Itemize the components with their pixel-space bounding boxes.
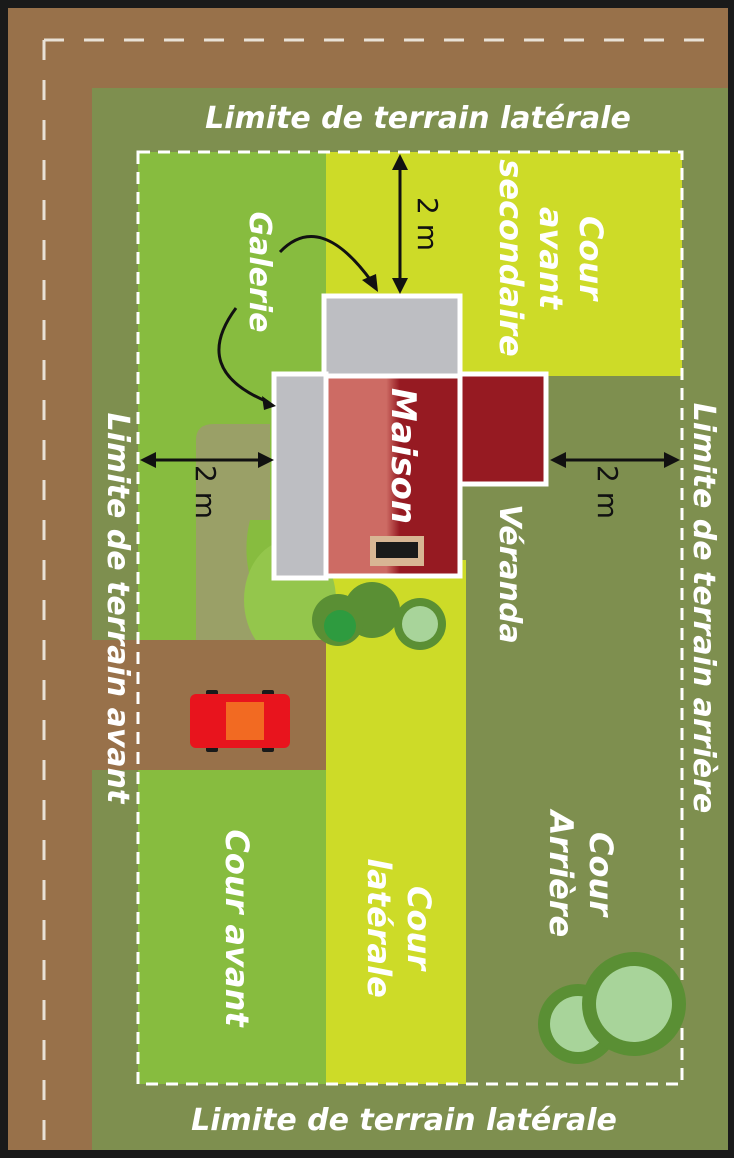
side-yard-label-2: latérale	[360, 858, 398, 998]
front-line-label: Limite de terrain avant	[100, 413, 135, 805]
rear-yard-label-1: Cour	[582, 832, 620, 918]
front-yard-label: Cour avant	[218, 829, 256, 1028]
bush-cluster-icon	[312, 582, 446, 650]
secondary-front-yard-label-2: avant	[532, 207, 570, 311]
house-label: Maison	[383, 388, 423, 524]
rear-yard-label-2: Arrière	[542, 808, 580, 937]
setback-arrow-right	[550, 452, 680, 468]
top-side-line-label: Limite de terrain latérale	[205, 101, 631, 136]
chimney-opening	[376, 542, 418, 558]
setback-arrow-left	[140, 452, 274, 468]
gallery-top	[321, 293, 463, 381]
setback-arrow-top	[392, 154, 408, 294]
car-icon	[190, 690, 290, 752]
side-yard-label-1: Cour	[400, 886, 438, 972]
gallery-pointer-arrows	[217, 235, 374, 404]
veranda-label: Véranda	[492, 504, 527, 644]
driveway-apron	[92, 640, 138, 770]
gallery-arrow-heads	[262, 274, 378, 410]
footpath	[196, 424, 296, 640]
rear-line-label: Limite de terrain arrière	[686, 403, 721, 814]
setback-top-label: 2 m	[411, 197, 444, 251]
bottom-side-line-label: Limite de terrain latérale	[191, 1103, 617, 1138]
secondary-front-yard-label-1: Cour	[572, 216, 610, 302]
lot-setback-boundary	[136, 150, 684, 1086]
gallery-left	[271, 371, 329, 581]
setback-right-label: 2 m	[591, 465, 624, 519]
tree-cluster-icon	[538, 952, 686, 1064]
setback-left-label: 2 m	[189, 465, 222, 519]
secondary-front-yard-label-3: secondaire	[492, 159, 530, 356]
side-yard	[326, 560, 466, 1084]
veranda	[457, 371, 549, 487]
gallery-label: Galerie	[242, 212, 277, 333]
